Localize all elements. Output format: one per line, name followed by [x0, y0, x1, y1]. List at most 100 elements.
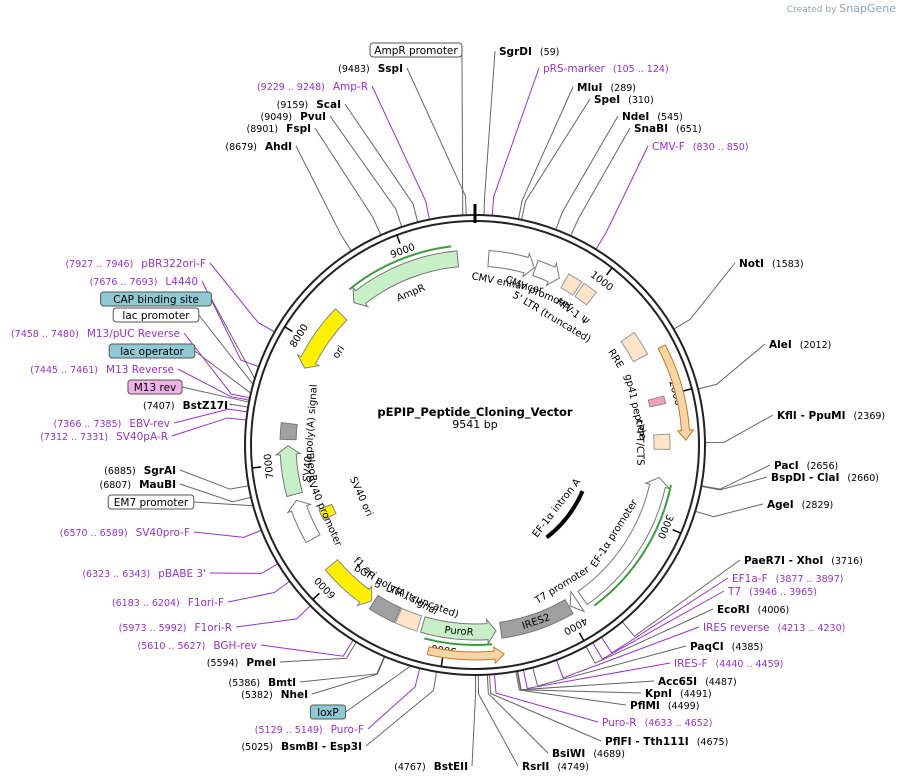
enzyme-leader — [570, 127, 631, 237]
boxed-leader — [345, 665, 412, 713]
primer-leader — [491, 67, 540, 216]
feature-tag-box — [127, 379, 183, 395]
feature-t7-promoter — [569, 589, 586, 613]
feature-cppt-cts — [653, 433, 671, 450]
feature-ori — [296, 308, 348, 369]
enzyme-label: NotI(1583) — [739, 258, 804, 270]
enzyme-label: BsiWI(4689) — [552, 748, 625, 760]
feature-cmv-enhancer — [487, 249, 535, 278]
feature-cmv-promoter — [532, 259, 560, 287]
feature-translation-marker — [424, 637, 493, 646]
enzyme-label: PflMI(4499) — [630, 700, 699, 712]
enzyme-left-leader — [344, 103, 419, 223]
enzyme-label: BspDI - ClaI(2660) — [771, 472, 879, 484]
enzyme-left-leader — [229, 403, 249, 408]
feature-f1-ori — [324, 558, 373, 607]
boxed-leader — [181, 386, 250, 403]
feature-translation-marker — [348, 245, 452, 291]
enzyme-left-leader — [179, 483, 252, 503]
enzyme-left-label: (8901)FspI — [247, 123, 311, 135]
feature-tag-box — [112, 307, 200, 323]
feature-ef1a-intron-a — [545, 490, 585, 540]
feature-tag-label: lac operator — [120, 346, 184, 358]
primer-label: pRS-marker(105 .. 124) — [543, 63, 669, 75]
feature-tag-label: M13 rev — [134, 382, 177, 394]
enzyme-left-label: (6807)MauBI — [99, 479, 176, 491]
primer-left-label: (6323 .. 6343)pBABE 3' — [82, 568, 206, 580]
enzyme-leader — [701, 464, 771, 490]
leader-lines — [171, 49, 774, 767]
scale-tick — [284, 326, 293, 333]
site-labels: SgrDI(59)MluI(289)SpeI(310)NdeI(545)SnaB… — [11, 42, 885, 773]
enzyme-left-label: (7407)BstZ17I — [143, 400, 228, 412]
primer-leader — [592, 590, 725, 660]
feature-tag-box — [369, 42, 463, 58]
feature-orf-marker — [657, 344, 695, 441]
enzyme-left-label: (5594)PmeI — [207, 657, 276, 669]
enzyme-leader — [585, 608, 714, 664]
feature-rre-label: RRE — [605, 348, 625, 371]
enzyme-label: KpnI(4491) — [645, 688, 712, 700]
primer-left-leader — [193, 529, 262, 538]
enzyme-leader — [518, 86, 574, 220]
feature-ef-1-promoter — [577, 476, 671, 606]
feature-cppt-cts-label: cPPT/CTS — [634, 419, 646, 466]
enzyme-left-leader — [329, 115, 403, 228]
feature-tag-box — [108, 343, 196, 359]
enzyme-leader — [477, 674, 519, 767]
scale-tick — [682, 388, 693, 392]
boxed-leader — [461, 49, 464, 216]
primer-label: EF1a-F(3877 .. 3897) — [732, 573, 843, 585]
scale-tick — [672, 528, 682, 534]
feature-sv40-ori — [318, 503, 337, 521]
primer-leader — [493, 674, 599, 723]
primer-left-leader — [235, 605, 311, 628]
feature-ampr — [352, 250, 459, 308]
primer-leader — [522, 662, 671, 690]
enzyme-left-label: (4767)BstEII — [394, 761, 468, 773]
enzyme-leader — [673, 262, 736, 330]
enzyme-leader — [486, 674, 549, 754]
feature-tag-label: EM7 promoter — [114, 497, 189, 509]
enzyme-left-label: (9483)SspI — [338, 63, 403, 75]
primer-label: T7(3946 .. 3965) — [727, 586, 817, 598]
enzyme-label: SnaBI(651) — [634, 123, 702, 135]
feature-sv40-ori-label: SV40 ori — [347, 475, 374, 518]
enzyme-label: AgeI(2829) — [767, 499, 833, 511]
primer-left-leader — [183, 332, 250, 399]
enzyme-label: PaqCI(4385) — [690, 641, 763, 653]
primer-label: Puro-R(4633 .. 4652) — [602, 717, 712, 729]
feature-rre — [620, 331, 649, 363]
enzyme-leader — [701, 476, 768, 491]
feature-puror-label: PuroR — [444, 625, 474, 638]
credit-prefix: Created by — [786, 5, 837, 15]
feature-ori-label: ori — [331, 344, 347, 361]
enzyme-label: PacI(2656) — [774, 460, 838, 472]
primer-left-label: (7366 .. 7385)EBV-rev — [54, 418, 171, 430]
primer-leader — [555, 626, 700, 679]
primer-left-label: (6570 .. 6589)SV40pro-F — [60, 527, 190, 539]
enzyme-left-label: (9159)ScaI — [277, 99, 341, 111]
feature-tag-label: lac promoter — [122, 310, 190, 322]
enzyme-label: NdeI(545) — [622, 111, 683, 123]
enzyme-left-leader — [179, 469, 249, 490]
feature-translation-marker — [593, 484, 672, 607]
primer-left-label: (5610 .. 5627)BGH-rev — [138, 640, 257, 652]
enzyme-leader — [532, 645, 687, 687]
primer-left-label: (7927 .. 7946)pBR322ori-F — [65, 258, 206, 270]
primer-left-label: (5129 .. 5149)Puro-F — [255, 724, 364, 736]
primer-left-leader — [367, 668, 421, 730]
enzyme-left-label: (5025)BsmBI - Esp3I — [241, 741, 362, 753]
primer-left-label: (7312 .. 7331)SV40pA-R — [40, 431, 168, 443]
enzyme-leader — [621, 559, 741, 638]
enzyme-left-label: (9049)PvuI — [260, 111, 326, 123]
enzyme-label: EcoRI(4006) — [717, 604, 789, 616]
primer-left-label: (9229 .. 9248)Amp-R — [257, 81, 368, 93]
credit-line: Created by SnapGene — [787, 2, 896, 15]
enzyme-leader — [704, 414, 774, 444]
enzyme-leader — [697, 343, 766, 390]
enzyme-label: PaeR7I - XhoI(3716) — [744, 555, 863, 567]
feature-orf-marker — [426, 646, 505, 665]
